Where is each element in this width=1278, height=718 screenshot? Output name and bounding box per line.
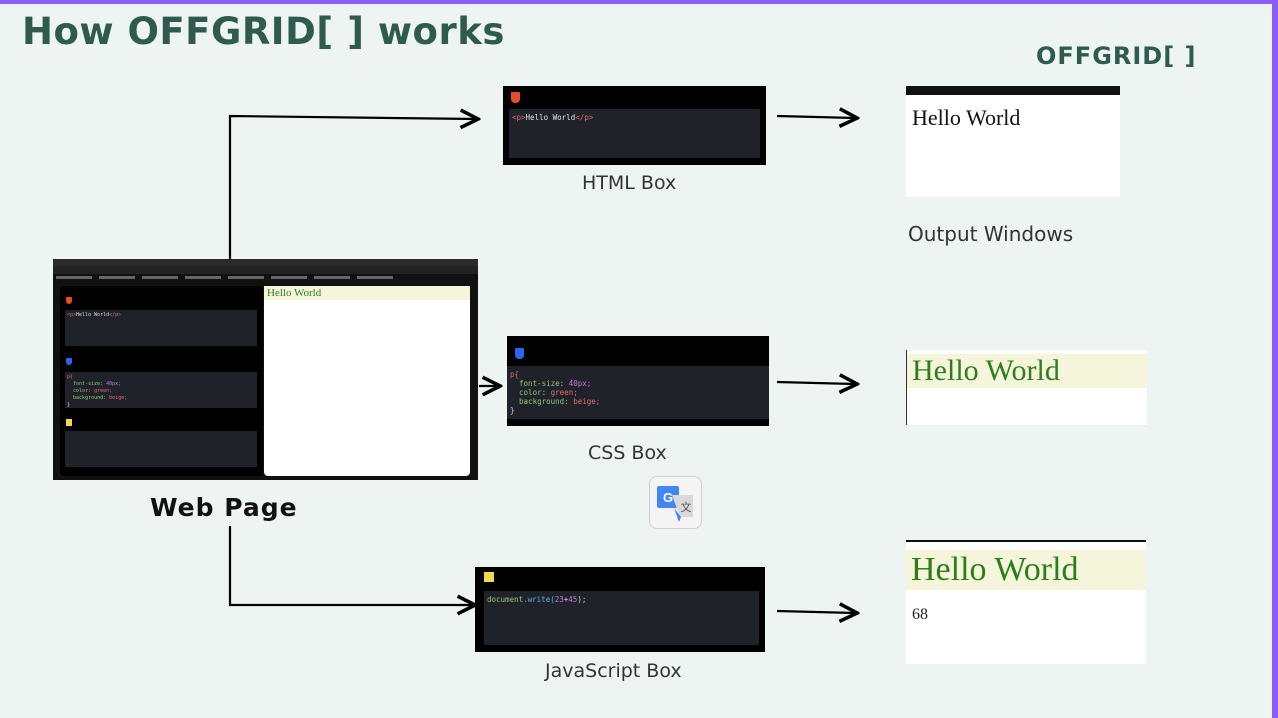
mini-js-editor [65,431,257,467]
mini-html-editor: <p>Hello World</p> [65,310,257,346]
css3-icon [66,358,72,365]
output-windows-label: Output Windows [908,222,1074,246]
arrow-html-to-output [776,116,855,118]
html-box-label: HTML Box [582,172,677,194]
arrow-css-to-output [776,382,855,384]
svg-text:G: G [663,490,673,505]
html-code-pane: <p>Hello World</p> [509,109,760,158]
js-box-label: JavaScript Box [545,660,682,682]
arrow-web-to-js [228,526,473,605]
browser-toolbar [53,259,478,266]
output-css-text: Hello World [907,354,1147,388]
page-title: How OFFGRID[ ] works [22,10,505,53]
svg-text:文: 文 [681,500,692,514]
bookmarks-bar [53,266,478,279]
web-page-screenshot: <p>Hello World</p> p{ font-size: 40px; c… [53,259,478,480]
output-js-text: Hello World [906,550,1146,590]
html5-icon [66,297,72,304]
frame-top-border [0,0,1278,4]
editor-panel: <p>Hello World</p> p{ font-size: 40px; c… [60,286,263,476]
output-window-html: Hello World [906,86,1120,197]
google-translate-icon: G 文 [649,476,702,529]
arrow-web-to-html [228,116,476,259]
output-window-js: Hello World 68 [906,540,1146,664]
web-page-label: Web Page [150,493,298,522]
html5-icon [511,92,520,103]
css3-icon [515,348,524,359]
js-code-pane: document.write(23+45); [484,591,759,645]
html-box: <p>Hello World</p> [503,86,766,165]
css-box-label: CSS Box [588,442,667,464]
output-js-result: 68 [912,606,928,623]
js-icon [484,572,494,582]
brand-logo: OFFGRID[ ] [1036,42,1197,70]
preview-output-text: Hello World [264,286,470,300]
css-code-pane: p{ font-size: 40px; color: green; backgr… [507,366,769,419]
frame-right-border [1272,0,1278,718]
output-window-css: Hello World [906,350,1147,425]
output-html-text: Hello World [912,105,1021,130]
mini-css-editor: p{ font-size: 40px; color: green; backgr… [65,372,257,408]
js-box: document.write(23+45); [475,567,765,652]
css-box: p{ font-size: 40px; color: green; backgr… [507,336,769,426]
arrow-js-to-output [776,611,855,613]
js-icon [66,419,72,426]
preview-panel: Hello World [264,286,470,476]
